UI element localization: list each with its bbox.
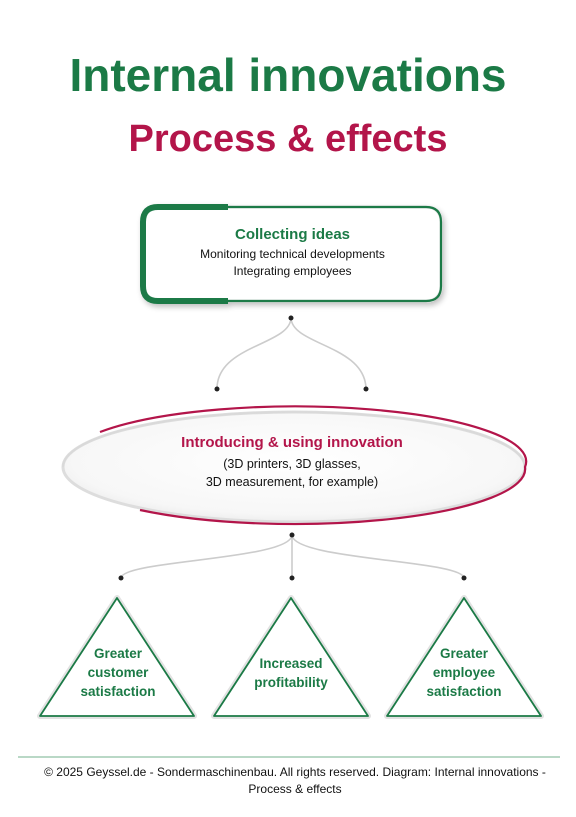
effect-employee-satisfaction: Greater employee satisfaction [404,644,524,701]
connector-dot [288,315,294,321]
effect-triangle-customer [37,595,197,719]
effect-triangle-employee [384,595,544,719]
innovation-text: Introducing & using innovation (3D print… [100,434,484,491]
effect-line: satisfaction [426,684,502,699]
effect-triangle-profitability [211,595,371,719]
collecting-ideas-text: Collecting ideas Monitoring technical de… [160,226,425,280]
connector-dot [289,532,295,538]
innovation-ellipse [61,405,528,526]
innovation-heading: Introducing & using innovation [181,434,403,451]
connector-dot [289,575,295,581]
copyright-footer: © 2025 Geyssel.de - Sondermaschinenbau. … [44,765,546,796]
collecting-ideas-line: Integrating employees [233,264,352,278]
connector-dot [363,386,369,392]
effect-line: Increased [259,656,323,671]
collecting-ideas-box [140,204,443,304]
connector-dot [118,575,124,581]
effect-line: employee [432,665,496,680]
footer-divider [18,756,560,758]
connector-dot [214,386,220,392]
effect-line: customer [87,665,149,680]
effect-line: Greater [93,646,143,661]
page-title: Internal innovations [69,49,507,101]
connector-innovation-to-effects [120,534,465,579]
connector-dot [461,575,467,581]
connector-ideas-to-innovation [216,317,367,389]
effect-customer-satisfaction: Greater customer satisfaction [58,644,178,701]
effect-line: satisfaction [80,684,156,699]
effect-line: profitability [254,675,328,690]
effect-line: Greater [439,646,489,661]
innovation-line: (3D printers, 3D glasses, [223,457,361,471]
collecting-ideas-heading: Collecting ideas [234,226,351,243]
innovation-line: 3D measurement, for example) [205,475,379,489]
page-subtitle: Process & effects [128,118,448,160]
collecting-ideas-line: Monitoring technical developments [200,247,385,261]
effect-increased-profitability: Increased profitability [231,654,351,692]
